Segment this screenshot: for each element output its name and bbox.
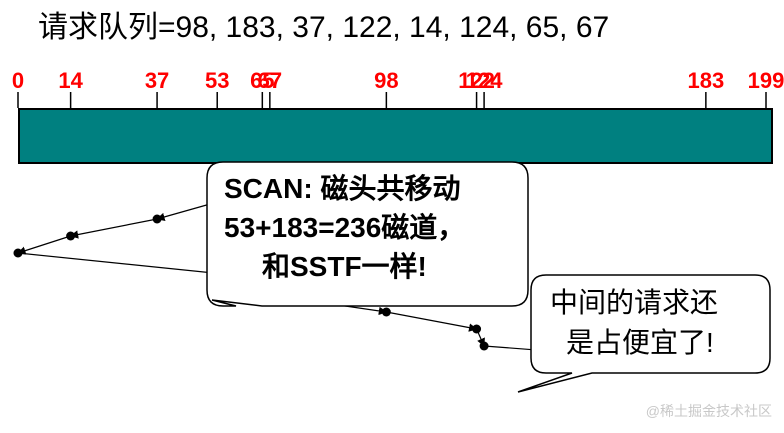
tick-label-199: 199 [747,68,784,93]
path-point-124 [479,341,489,351]
callout-middle-line2: 是占便宜了! [566,327,714,358]
callout-scan-line3: 和SSTF一样! [262,251,427,282]
callout-middle-bubble [517,274,771,393]
tick-label-122: 122 [458,68,495,93]
tick-label-0: 0 [11,68,25,93]
tick-label-65: 65 [250,68,275,93]
callout-scan-line2: 53+183=236磁道， [224,212,466,243]
watermark: @稀土掘金技术社区 [645,403,772,419]
path-point-98 [381,307,391,317]
callout-scan-bubble [206,161,529,307]
tick-label-53: 53 [204,68,230,93]
tick-label-98: 98 [374,68,399,93]
path-point-122 [472,324,482,334]
tick-label-37: 37 [144,68,170,93]
path-point-0 [13,248,23,258]
path-segment-14-to-0 [17,235,71,255]
path-point-14 [66,231,76,241]
path-segment-37-to-14 [69,218,158,239]
callout-scan-line1: SCAN: 磁头共移动 [224,173,461,204]
tick-label-67: 67 [257,68,283,93]
tick-label-14: 14 [58,68,83,93]
tick-label-183: 183 [687,68,725,93]
callout-middle-line1: 中间的请求还 [550,287,719,318]
disk-track-bar [18,108,773,164]
path-segment-98-to-122 [386,311,478,332]
page-title: 请求队列=98, 183, 37, 122, 14, 124, 65, 67 [38,11,610,44]
path-point-37 [152,214,162,224]
tick-label-124: 124 [465,68,503,93]
tick-marks [17,92,767,108]
